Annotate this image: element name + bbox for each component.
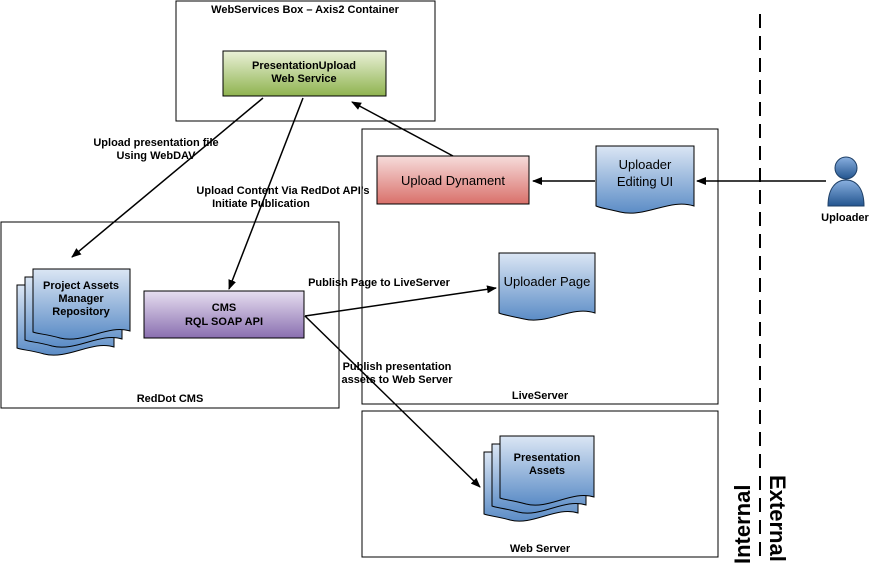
publish-assets-label-2: assets to Web Server	[341, 374, 453, 386]
upload-file-label-2: Using WebDAV	[116, 150, 196, 162]
webservice-to-repository-arrow	[71, 97, 264, 258]
project-assets-repository: Project Assets Manager Repository	[16, 268, 131, 356]
upload-dynament-label: Upload Dynament	[401, 173, 505, 188]
webservice-to-cms-arrow	[228, 97, 304, 290]
uploader-page-document: Uploader Page	[498, 252, 596, 321]
cms-api-line-2: RQL SOAP API	[185, 316, 263, 328]
external-zone-label: External	[765, 475, 790, 562]
project-assets-line-1: Project Assets	[43, 280, 119, 292]
project-assets-line-3: Repository	[52, 306, 110, 318]
presentation-upload-line-1: PresentationUpload	[252, 60, 356, 72]
uploader-actor: Uploader	[821, 156, 870, 224]
cms-api-line-1: CMS	[212, 302, 236, 314]
webservices-box-container: WebServices Box – Axis2 Container	[175, 0, 436, 122]
internal-zone-label: Internal	[730, 485, 755, 564]
upload-content-label-1: Upload Content Via RedDot API's	[196, 185, 369, 197]
cms-to-web-server-arrow	[304, 315, 481, 488]
cms-rql-soap-api: CMS RQL SOAP API	[143, 290, 305, 339]
presentation-upload-line-2: Web Service	[271, 73, 336, 85]
upload-content-label-2: Initiate Publication	[212, 198, 310, 210]
reddot-cms-label: RedDot CMS	[137, 393, 204, 405]
presentation-assets-line-1: Presentation	[514, 452, 581, 464]
presentation-assets-documents: Presentation Assets	[483, 435, 595, 522]
webservices-box-label: WebServices Box – Axis2 Container	[211, 4, 399, 16]
cms-to-uploader-page-arrow	[304, 285, 497, 317]
web-server-label: Web Server	[510, 543, 571, 555]
liveserver-label: LiveServer	[512, 390, 569, 402]
uploader-editing-ui-line-2: Editing UI	[617, 174, 673, 189]
presentation-upload-web-service: PresentationUpload Web Service	[222, 50, 387, 97]
project-assets-line-2: Manager	[58, 293, 104, 305]
publish-assets-label-1: Publish presentation	[343, 361, 452, 373]
uploader-editing-ui-line-1: Uploader	[619, 157, 672, 172]
upload-dynament: Upload Dynament	[376, 155, 530, 205]
dynament-to-webservice-arrow	[351, 101, 454, 157]
uploader-actor-label: Uploader	[821, 212, 869, 224]
upload-file-label-1: Upload presentation file	[93, 137, 218, 149]
presentation-assets-line-2: Assets	[529, 465, 565, 477]
uploader-editing-ui-document: Uploader Editing UI	[595, 145, 695, 214]
publish-page-label: Publish Page to LiveServer	[308, 277, 451, 289]
uploader-page-label: Uploader Page	[504, 274, 591, 289]
